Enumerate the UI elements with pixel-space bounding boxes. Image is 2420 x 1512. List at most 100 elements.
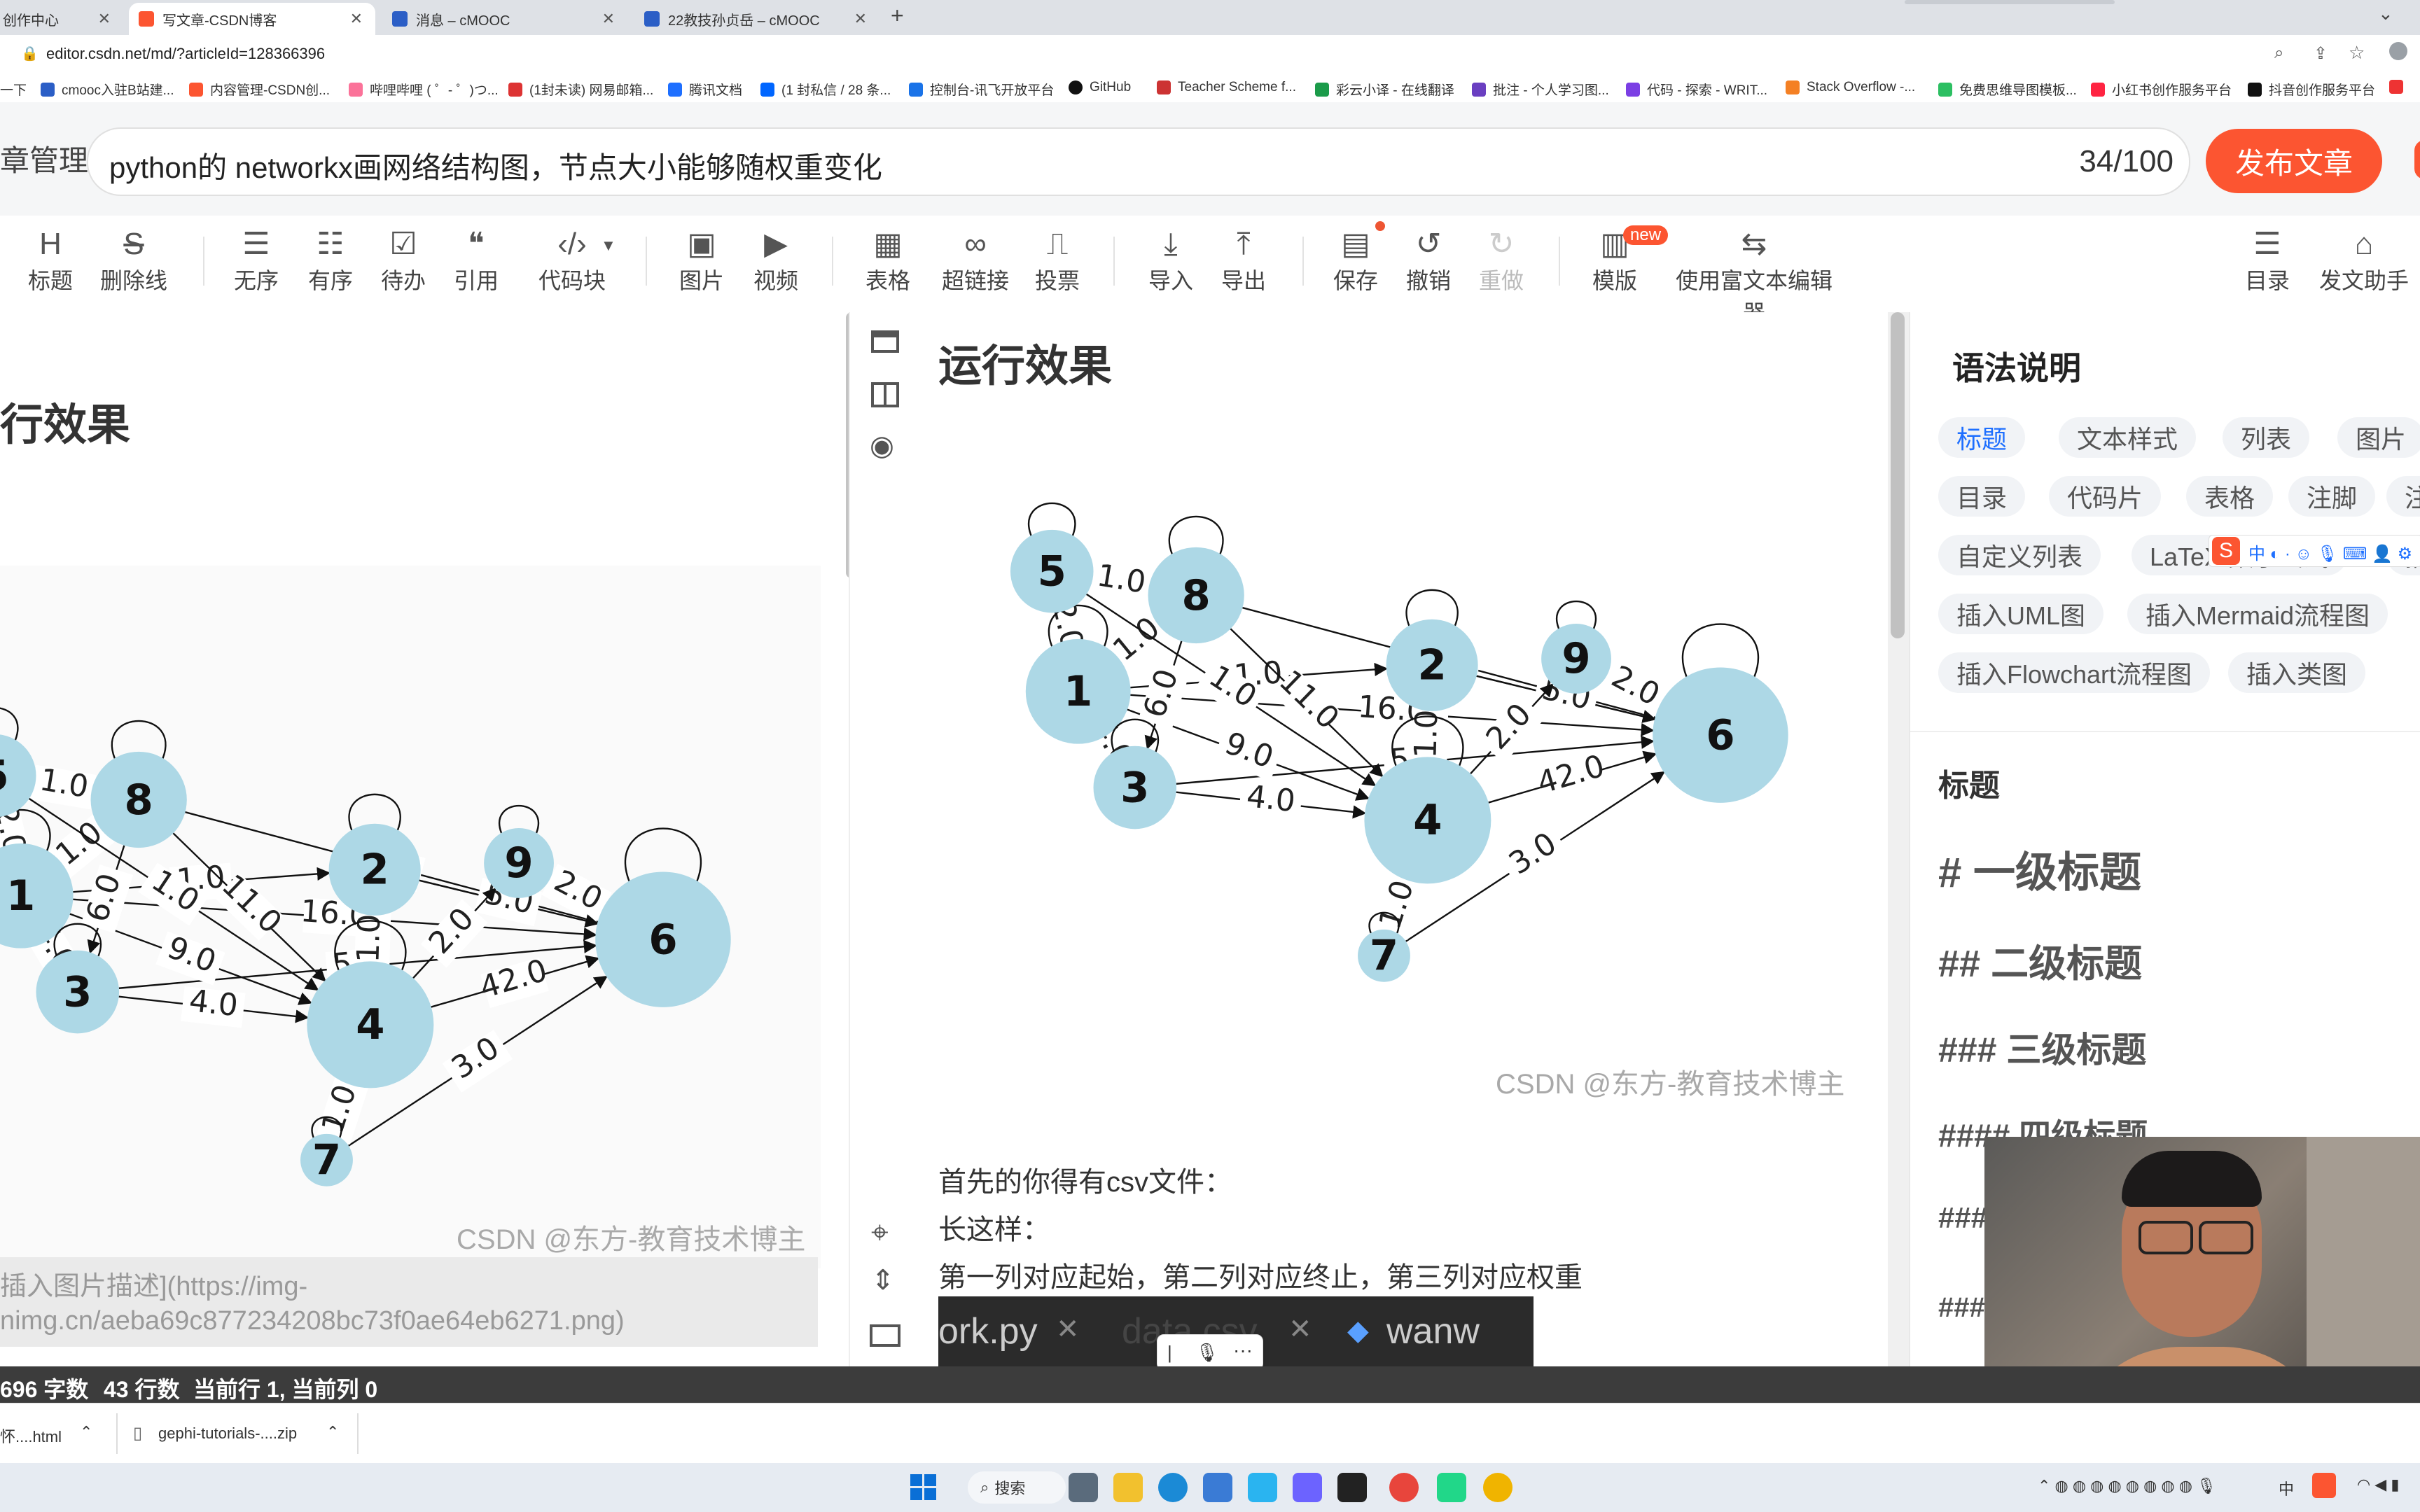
markdown-editor[interactable]: 行效果 1.02.01.01.04.01.08.02.016.05.05.042… bbox=[0, 312, 857, 1366]
syntax-chip[interactable]: 图片 bbox=[2337, 417, 2420, 458]
star-icon[interactable]: ☆ bbox=[2349, 42, 2365, 63]
bookmark-item[interactable]: 哔哩哔哩 ( ゜- ゜)つ... bbox=[349, 80, 499, 99]
bookmark-item[interactable]: cmooc入驻B站建... bbox=[41, 80, 174, 99]
bookmark-more[interactable] bbox=[2389, 80, 2410, 94]
syntax-chip[interactable]: 文本样式 bbox=[2059, 417, 2197, 458]
app-icon[interactable] bbox=[1248, 1473, 1277, 1502]
toc-button[interactable]: ☰目录 bbox=[2242, 225, 2293, 295]
syntax-chip[interactable]: 自定义列表 bbox=[1938, 535, 2101, 575]
new-tab-button[interactable]: + bbox=[891, 3, 904, 28]
bookmark-item[interactable]: 内容管理-CSDN创... bbox=[189, 80, 330, 99]
table-button[interactable]: ▦表格 bbox=[863, 225, 913, 295]
image-button[interactable]: ▣图片 bbox=[676, 225, 727, 295]
bookmark-item[interactable]: Teacher Scheme f... bbox=[1157, 80, 1296, 95]
media-player-icon[interactable] bbox=[1483, 1473, 1512, 1502]
close-icon[interactable]: ✕ bbox=[601, 10, 615, 27]
ime-tools-icon[interactable]: 中 ◐ · ☺ 🎙 ⌨ 👤 ⚙ bbox=[2248, 545, 2413, 564]
bookmark-item[interactable]: 抖音创作服务平台 bbox=[2248, 80, 2375, 99]
terminal-icon[interactable] bbox=[1337, 1473, 1367, 1502]
bookmark-item[interactable]: GitHub bbox=[1069, 80, 1131, 95]
syntax-chip-active[interactable]: 标题 bbox=[1938, 417, 2026, 458]
video-button[interactable]: ▶视频 bbox=[751, 225, 801, 295]
save-button[interactable]: ▤保存 bbox=[1330, 225, 1381, 295]
bookmark-item[interactable]: 腾讯文档 bbox=[668, 80, 742, 99]
rich-text-editor-button[interactable]: ⇆使用富文本编辑器 bbox=[1665, 225, 1843, 328]
bookmark-item[interactable]: 彩云小译 - 在线翻译 bbox=[1315, 80, 1454, 99]
template-button[interactable]: ▥模版 bbox=[1590, 225, 1640, 295]
close-icon[interactable]: ✕ bbox=[97, 10, 111, 27]
close-icon[interactable]: ✕ bbox=[349, 10, 363, 27]
link-button[interactable]: ∞超链接 bbox=[937, 225, 1014, 295]
preview-scrollbar-thumb[interactable] bbox=[1891, 312, 1905, 638]
undo-button[interactable]: ↺撤销 bbox=[1403, 225, 1454, 295]
chevron-up-icon[interactable]: ⌃ bbox=[326, 1423, 340, 1441]
article-title-input[interactable]: python的 networkx画网络结构图，节点大小能够随权重变化 34/10… bbox=[87, 127, 2190, 196]
bookmark-item[interactable]: 小红书创作服务平台 bbox=[2091, 80, 2232, 99]
bookmark-item[interactable]: (1封未读) 网易邮箱... bbox=[508, 80, 653, 99]
bookmark-item[interactable]: 代码 - 探索 - WRIT... bbox=[1626, 80, 1767, 99]
syntax-chip[interactable]: 注 bbox=[2386, 476, 2420, 517]
bookmark-item[interactable]: Stack Overflow -... bbox=[1786, 80, 1915, 95]
ime-indicator[interactable]: 中 bbox=[2279, 1480, 2295, 1498]
app-icon[interactable] bbox=[1293, 1473, 1322, 1502]
eye-icon[interactable]: ◉ bbox=[870, 430, 894, 461]
fullscreen-icon[interactable] bbox=[870, 1324, 900, 1347]
preview-scrollbar-track[interactable] bbox=[1888, 312, 1909, 1366]
publish-button[interactable]: 发布文章 bbox=[2206, 129, 2382, 193]
redo-button[interactable]: ↻重做 bbox=[1476, 225, 1527, 295]
edge-browser-icon[interactable] bbox=[1158, 1473, 1188, 1502]
lock-icon[interactable]: 🔒 bbox=[21, 46, 39, 62]
windows-start-icon[interactable] bbox=[909, 1473, 938, 1502]
microphone-icon[interactable]: 🎙 bbox=[1195, 1342, 1219, 1363]
pycharm-icon[interactable] bbox=[1437, 1473, 1466, 1502]
tray-icons[interactable]: ⌃ ◍ ◍ ◍ ◍ ◍ ◍ ◍ ◍ 🎙 bbox=[2038, 1477, 2216, 1494]
taskbar-search[interactable]: ⌕搜索 bbox=[968, 1471, 1066, 1504]
browser-tab-active[interactable]: 写文章-CSDN博客 ✕ bbox=[129, 3, 375, 35]
caret-down-icon[interactable]: ▼ bbox=[601, 237, 616, 254]
browser-tab[interactable]: 创作中心 ✕ bbox=[0, 3, 123, 35]
quote-button[interactable]: ❝引用 bbox=[451, 225, 501, 295]
syntax-chip[interactable]: 目录 bbox=[1938, 476, 2026, 517]
store-icon[interactable] bbox=[1203, 1473, 1232, 1502]
bookmark-item[interactable]: 一下 bbox=[0, 80, 27, 99]
syntax-chip[interactable]: 列表 bbox=[2223, 417, 2310, 458]
sogou-ime-icon[interactable]: S bbox=[2212, 537, 2240, 565]
chevron-up-icon[interactable]: ⌃ bbox=[80, 1423, 93, 1441]
syntax-chip[interactable]: 插入UML图 bbox=[1938, 594, 2104, 634]
browser-tab[interactable]: 22教技孙贞岳 – cMOOC ✕ bbox=[634, 3, 879, 35]
browser-tab[interactable]: 消息 – cMOOC ✕ bbox=[382, 3, 627, 35]
file-explorer-icon[interactable] bbox=[1113, 1473, 1143, 1502]
network-volume-icon[interactable]: ◠ ◀ ▮ bbox=[2357, 1476, 2400, 1493]
sync-scroll-icon[interactable]: ⇕ bbox=[871, 1265, 895, 1296]
unordered-list-button[interactable]: ☰无序 bbox=[231, 225, 281, 295]
chrome-icon[interactable] bbox=[1389, 1473, 1419, 1502]
sogou-tray-icon[interactable] bbox=[2312, 1473, 2336, 1498]
content-manage-link[interactable]: 章管理 bbox=[0, 144, 89, 177]
bookmark-item[interactable]: (1 封私信 / 28 条... bbox=[760, 80, 891, 99]
ordered-list-button[interactable]: ☷有序 bbox=[305, 225, 356, 295]
share-icon[interactable]: ⇪ bbox=[2314, 44, 2328, 63]
locate-icon[interactable]: ⌖ bbox=[871, 1215, 889, 1250]
syntax-chip[interactable]: 插入Mermaid流程图 bbox=[2127, 594, 2388, 634]
todo-button[interactable]: ☑待办 bbox=[378, 225, 429, 295]
syntax-chip[interactable]: 插入Flowchart流程图 bbox=[1938, 652, 2211, 693]
task-view-icon[interactable] bbox=[1069, 1473, 1098, 1502]
close-icon[interactable]: ✕ bbox=[854, 10, 867, 27]
download-item[interactable]: gephi-tutorials-....zip bbox=[158, 1424, 297, 1443]
split-view-icon[interactable] bbox=[871, 382, 899, 407]
zoom-icon[interactable]: ⌕ bbox=[2274, 43, 2284, 62]
syntax-chip[interactable]: 代码片 bbox=[2049, 476, 2162, 517]
code-block-button[interactable]: ‹/›代码块 bbox=[534, 225, 611, 295]
publish-assistant-button[interactable]: ⌂发文助手 bbox=[2315, 225, 2413, 295]
vote-button[interactable]: ⎍投票 bbox=[1032, 225, 1083, 295]
bookmark-item[interactable]: 控制台-讯飞开放平台 bbox=[909, 80, 1054, 99]
single-column-icon[interactable] bbox=[871, 330, 899, 353]
bookmark-item[interactable]: 批注 - 个人学习图... bbox=[1472, 80, 1609, 99]
syntax-chip[interactable]: 表格 bbox=[2186, 476, 2274, 517]
download-item[interactable]: 怀....html bbox=[0, 1424, 62, 1447]
avatar[interactable] bbox=[2414, 140, 2420, 179]
bookmark-item[interactable]: 免费思维导图模板... bbox=[1938, 80, 2077, 99]
more-icon[interactable]: ··· bbox=[1233, 1339, 1253, 1361]
